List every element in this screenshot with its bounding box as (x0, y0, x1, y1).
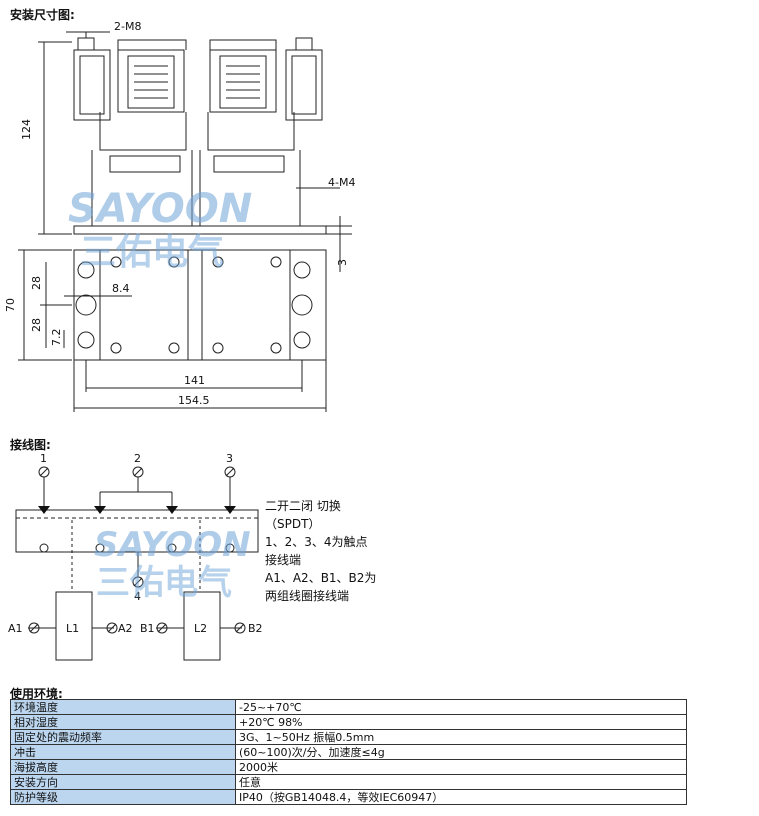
installation-drawing: 2-M8 124 4-M4 3 70 28 28 7.2 8.4 141 154… (4, 20, 355, 412)
dim-offset: 7.2 (50, 329, 63, 347)
desc-line-2: （SPDT） (265, 517, 321, 531)
env-value: 2000米 (235, 759, 687, 775)
table-row: 相对湿度+20℃ 98% (10, 714, 687, 730)
env-key: 安装方向 (10, 774, 236, 790)
watermark-chinese-top: 三佑电气 (80, 232, 224, 273)
terminal-3: 3 (226, 452, 233, 465)
coil-l1: L1 (66, 622, 79, 635)
env-key: 防护等级 (10, 789, 236, 805)
env-key: 相对湿度 (10, 714, 236, 730)
dim-total-height: 70 (4, 298, 17, 312)
dim-base: 3 (336, 259, 349, 266)
env-key: 环境温度 (10, 699, 236, 715)
terminal-a2: A2 (118, 622, 133, 635)
watermark-chinese-bottom: 三佑电气 (96, 563, 232, 603)
env-key: 海拔高度 (10, 759, 236, 775)
table-row: 安装方向任意 (10, 774, 687, 790)
wiring-description: 二开二闭 切换 （SPDT） 1、2、3、4为触点 接线端 A1、A2、B1、B… (265, 497, 376, 605)
install-section-title: 安装尺寸图: (10, 8, 75, 22)
wiring-diagram: 1 2 3 4 A1 A2 B1 B2 L1 L2 SAYOON 三佑电气 (8, 452, 263, 661)
desc-line-6: 两组线圈接线端 (265, 589, 350, 603)
env-value: -25~+70℃ (235, 699, 687, 715)
terminal-b2: B2 (248, 622, 263, 635)
desc-line-4: 接线端 (265, 553, 302, 567)
env-key: 固定处的震动频率 (10, 729, 236, 745)
table-row: 环境温度-25~+70℃ (10, 699, 687, 715)
desc-line-3: 1、2、3、4为触点 (265, 535, 368, 549)
dim-inner-width: 141 (184, 374, 205, 387)
table-row: 冲击(60~100)次/分、加速度≤4g (10, 744, 687, 760)
desc-line-1: 二开二闭 切换 (265, 499, 341, 513)
dim-screw: 4-M4 (328, 176, 355, 189)
terminal-b1: B1 (140, 622, 155, 635)
env-value: 任意 (235, 774, 687, 790)
env-value: 3G、1~50Hz 振幅0.5mm (235, 729, 687, 745)
coil-l2: L2 (194, 622, 207, 635)
watermark-latin-bottom: SAYOON (94, 525, 251, 565)
terminal-4: 4 (134, 590, 141, 603)
terminal-1: 1 (40, 452, 47, 465)
env-value: (60~100)次/分、加速度≤4g (235, 744, 687, 760)
dim-height: 124 (20, 119, 33, 140)
env-value: +20℃ 98% (235, 714, 687, 730)
dim-total-width: 154.5 (178, 394, 210, 407)
dim-hole: 8.4 (112, 282, 130, 295)
wiring-section-title: 接线图: (10, 438, 51, 452)
dim-row-a: 28 (30, 276, 43, 290)
dim-bolt: 2-M8 (114, 20, 141, 33)
watermark-latin-top: SAYOON (68, 186, 252, 232)
terminal-2: 2 (134, 452, 141, 465)
env-key: 冲击 (10, 744, 236, 760)
env-section-title: 使用环境: (10, 687, 63, 701)
env-value: IP40（按GB14048.4，等效IEC60947） (235, 789, 687, 805)
desc-line-5: A1、A2、B1、B2为 (265, 571, 377, 585)
terminal-a1: A1 (8, 622, 23, 635)
dim-row-b: 28 (30, 318, 43, 332)
